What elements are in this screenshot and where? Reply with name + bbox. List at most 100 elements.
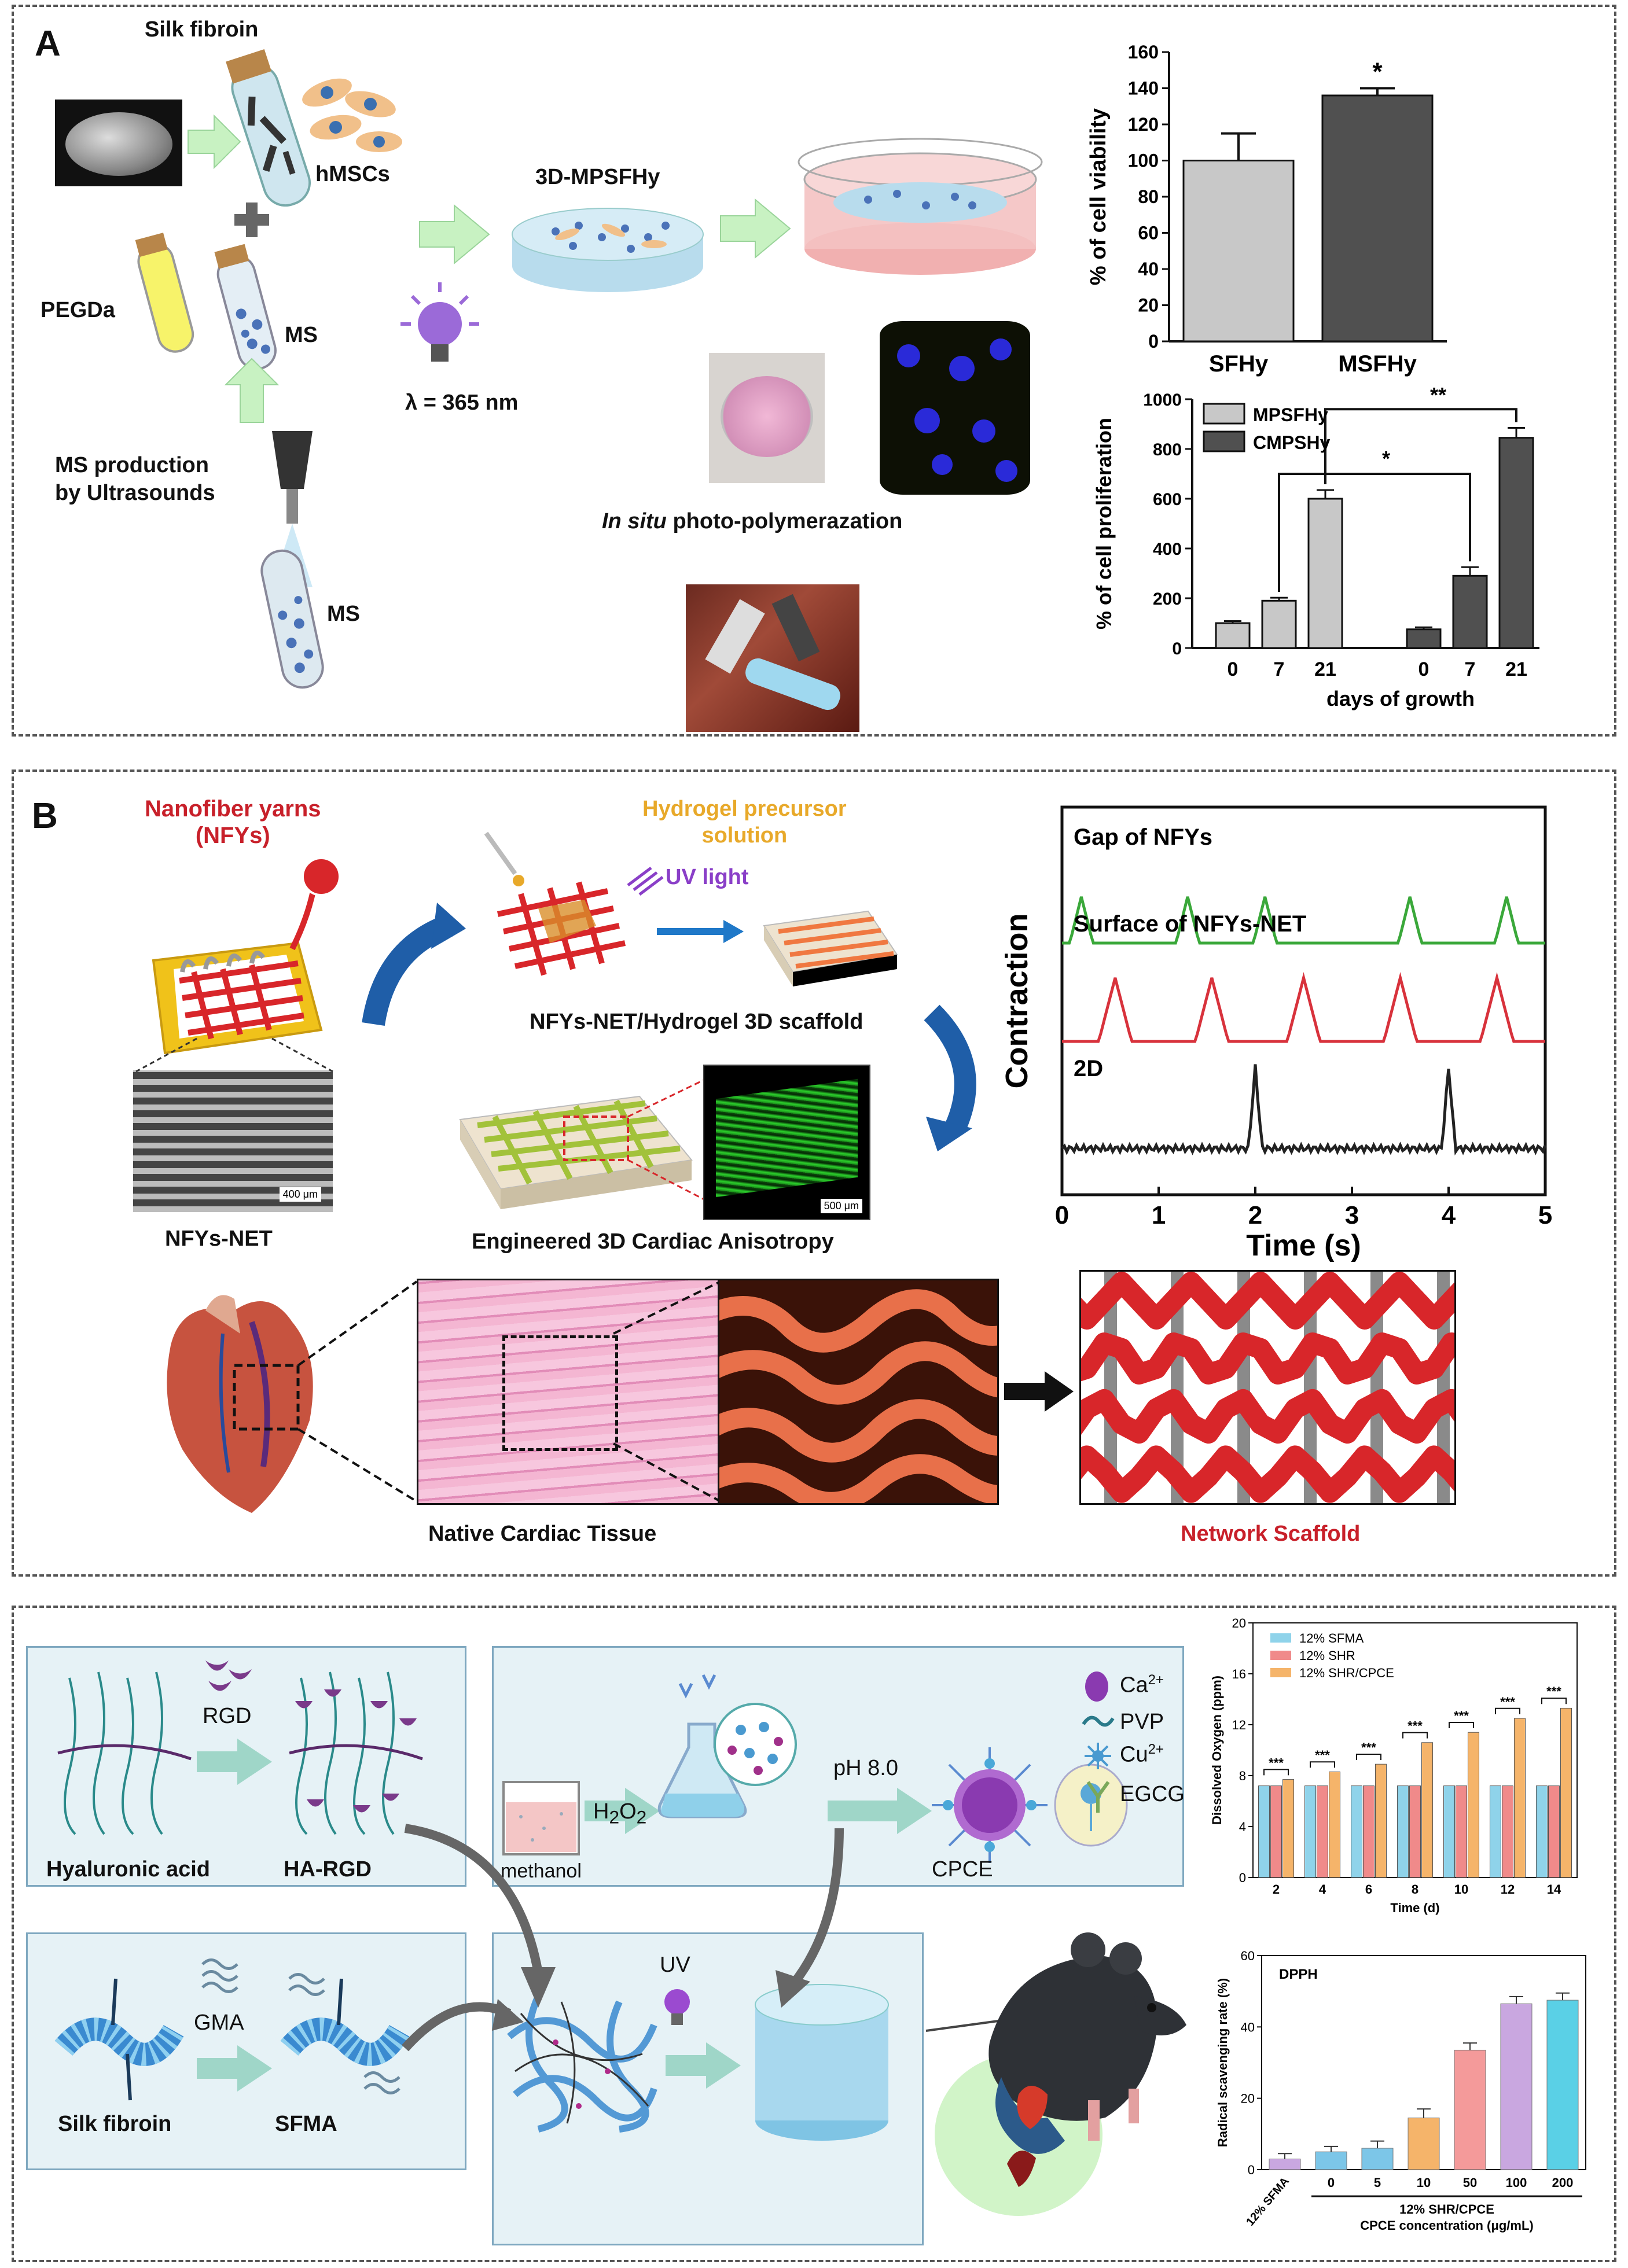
bar xyxy=(1269,2159,1301,2170)
x-tick-label: SFHy xyxy=(1209,351,1269,377)
bar xyxy=(1456,1785,1467,1878)
curved-arrow-gray-icon-2 xyxy=(402,1999,524,2052)
scaffold-rod xyxy=(1437,1272,1450,1503)
mouse-icon xyxy=(925,1932,1186,2216)
bar xyxy=(1546,2000,1579,2170)
ha-rgd-label: HA-RGD xyxy=(284,1857,372,1882)
y-axis-label: Contraction xyxy=(999,914,1034,1089)
egcg-legend-icon xyxy=(1086,1781,1110,1813)
significance-bracket xyxy=(1356,1754,1381,1760)
engineered-label: Engineered 3D Cardiac Anisotropy xyxy=(472,1229,834,1254)
scaffold-fiber xyxy=(1081,1332,1454,1385)
uv-light-icon xyxy=(627,867,664,896)
y-tick-label: 120 xyxy=(1128,114,1159,135)
curved-arrow-gray-icon xyxy=(404,1824,556,2008)
y-tick-label: 160 xyxy=(1128,42,1159,62)
ph-label: pH 8.0 xyxy=(833,1756,898,1780)
x-tick-label: 5 xyxy=(1374,2175,1381,2190)
x-tick-label: 6 xyxy=(1365,1882,1372,1897)
legend-label: 12% SHR/CPCE xyxy=(1299,1666,1394,1680)
y-tick-label: 4 xyxy=(1239,1820,1246,1834)
silk-label: Silk fibroin xyxy=(58,2112,172,2136)
native-tissue-histology xyxy=(417,1279,721,1505)
h2o2-sub2: 2 xyxy=(636,1806,647,1828)
significance-mark: *** xyxy=(1500,1695,1515,1709)
gma-icon xyxy=(201,1958,238,1993)
nfys-net-sem-image: 400 μm xyxy=(133,1070,333,1212)
y-tick-label: 0 xyxy=(1248,2163,1255,2177)
nfys-net-label: NFYs-NET xyxy=(165,1227,273,1251)
insitu-label: In situ photo-polymerazation xyxy=(602,509,902,534)
sfma-label: SFMA xyxy=(275,2112,337,2136)
panel-b xyxy=(12,770,1616,1577)
significance-mark: *** xyxy=(1546,1684,1561,1699)
x-axis-label: CPCE concentration (μg/mL) xyxy=(1360,2218,1533,2233)
silk-fibroin-label: Silk fibroin xyxy=(145,17,259,42)
cu-legend-icon xyxy=(1085,1743,1111,1769)
y-tick-label: 20 xyxy=(1232,1616,1246,1630)
network-scaffold-render xyxy=(1079,1270,1456,1505)
scaffold-fiber xyxy=(1081,1389,1454,1444)
x-tick-label: 7 xyxy=(1465,658,1476,680)
y-tick-label: 0 xyxy=(1172,639,1182,658)
bar xyxy=(1500,2003,1533,2170)
scaffold-precursor-icon xyxy=(484,831,626,976)
sfma-chain xyxy=(280,1973,410,2094)
y-tick-label: 200 xyxy=(1153,590,1182,609)
bar xyxy=(1452,575,1488,649)
scaffold-rod xyxy=(1237,1272,1250,1503)
plot-frame xyxy=(1060,805,1547,1196)
nfy-title: Nanofiber yarns (NFYs) xyxy=(145,796,321,848)
curved-arrow-icon xyxy=(362,903,466,1026)
x-tick-label: 12 xyxy=(1501,1882,1515,1897)
panel-b-label: B xyxy=(32,796,58,836)
y-tick-label: 40 xyxy=(1138,259,1159,279)
silk-fibroin-tube-icon xyxy=(226,49,311,207)
hydrogel-precursor-label: Hydrogel precursor solution xyxy=(642,797,847,848)
bar xyxy=(1397,1785,1409,1878)
x-tick-label: 2 xyxy=(1273,1882,1280,1897)
scaffold-box-icon xyxy=(763,910,898,986)
pvp-legend-label: PVP xyxy=(1120,1710,1164,1734)
x-tick-label: 10 xyxy=(1417,2175,1431,2190)
h2o2-h: H xyxy=(593,1799,609,1824)
x-tick-label: 5 xyxy=(1538,1201,1552,1229)
bar xyxy=(1182,160,1295,343)
y-tick-label: 80 xyxy=(1138,186,1159,207)
ms-tube-icon xyxy=(214,244,277,370)
bar xyxy=(1536,1785,1548,1878)
pvp-legend-icon xyxy=(1082,1715,1115,1727)
significance-bracket xyxy=(1541,1698,1567,1704)
hyaluronic-acid-label: Hyaluronic acid xyxy=(46,1857,210,1882)
arrow-icon xyxy=(720,198,791,259)
bar xyxy=(1421,1742,1433,1878)
arrow-up-icon xyxy=(224,358,280,423)
scaffold-fiber xyxy=(1081,1445,1454,1503)
bar xyxy=(1304,1785,1316,1878)
flask-icon xyxy=(657,1674,797,1818)
cu-sup: 2+ xyxy=(1148,1742,1164,1757)
legend-swatch xyxy=(1270,1651,1291,1660)
ms-production-label: MS production by Ultrasounds xyxy=(55,453,215,505)
plus-icon xyxy=(234,203,269,237)
significance-bracket xyxy=(1402,1732,1428,1739)
bar xyxy=(1315,2151,1347,2170)
y-axis-label: Radical scavenging rate (%) xyxy=(1215,1978,1230,2147)
bar xyxy=(1514,1718,1526,1878)
pegda-tube-icon xyxy=(135,233,194,353)
scale-bar-400: 400 μm xyxy=(279,1187,321,1202)
ha-rgd-chains xyxy=(289,1671,423,1835)
methanol-label: methanol xyxy=(501,1860,582,1882)
significance-bracket xyxy=(1310,1761,1335,1768)
y-axis-label: % of cell viability xyxy=(1086,108,1111,285)
arrow-right-teal-icon xyxy=(197,1739,272,1785)
nfy-frame-icon xyxy=(152,857,341,1055)
y-tick-label: 40 xyxy=(1241,2020,1255,2034)
y-tick-label: 20 xyxy=(1241,2092,1255,2106)
bar xyxy=(1317,1785,1328,1878)
panel-a-label: A xyxy=(35,24,61,64)
methanol-beaker-icon xyxy=(502,1781,580,1855)
